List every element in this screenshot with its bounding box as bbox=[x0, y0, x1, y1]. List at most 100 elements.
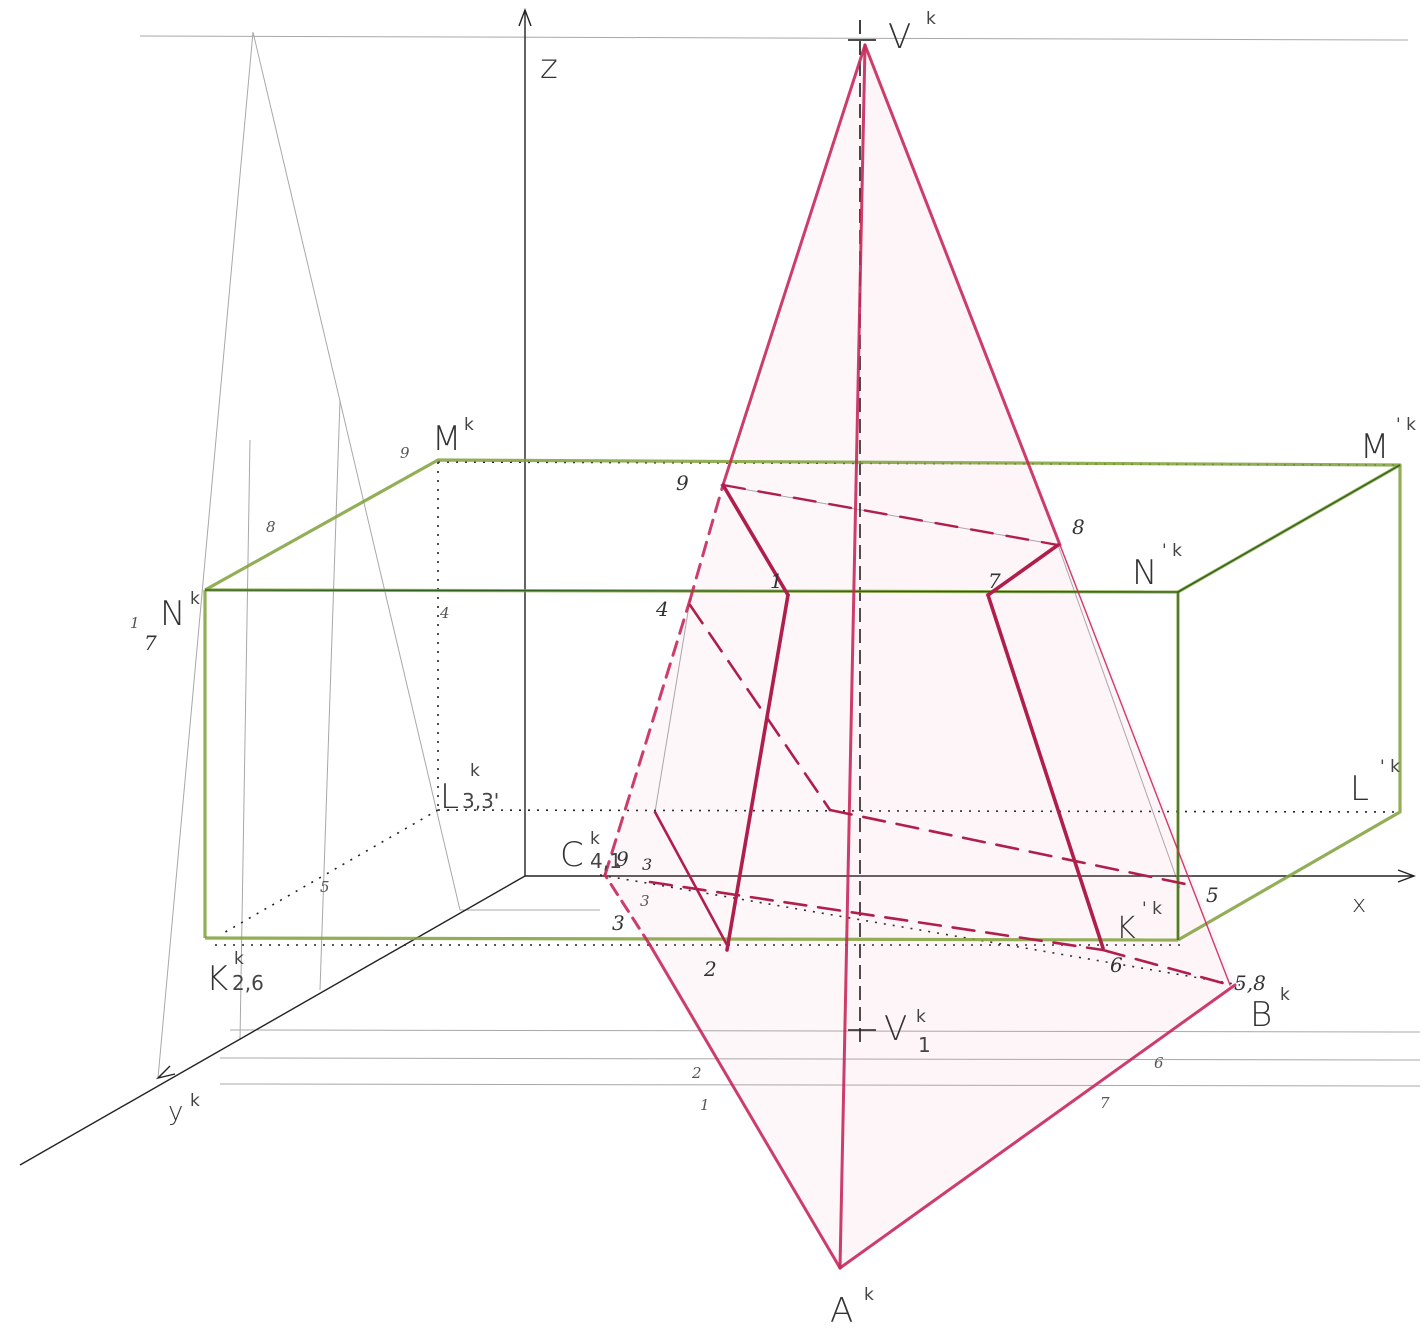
prism-hidden-side-edge bbox=[219, 809, 439, 936]
label-b-points: 5,8 bbox=[1234, 971, 1266, 995]
label-b: B bbox=[1250, 995, 1272, 1035]
label-n-prime: N bbox=[1132, 553, 1157, 593]
y-axis-arrow bbox=[155, 1065, 176, 1080]
label-v: V bbox=[888, 17, 911, 57]
pyramid-shading bbox=[605, 45, 1235, 1268]
point-6: 6 bbox=[1110, 953, 1123, 977]
label-a-sup: k bbox=[864, 1285, 874, 1305]
base-guide-line bbox=[229, 1029, 1421, 1033]
point-3: 3 bbox=[612, 911, 625, 935]
ground-guide-line-2 bbox=[219, 1083, 1421, 1087]
pyramid-hidden-base-edge bbox=[599, 874, 1241, 986]
side-point-9: 9 bbox=[400, 444, 410, 462]
top-guide-line bbox=[139, 35, 1409, 41]
label-v1-sup: k bbox=[916, 1007, 926, 1027]
section-guide-1-4 bbox=[654, 599, 691, 813]
section-9-1 bbox=[721, 483, 790, 597]
pyramid-edge-vb-lower bbox=[1059, 544, 1231, 986]
section-7-6 bbox=[986, 593, 1105, 950]
label-l-sub: 3,3' bbox=[462, 789, 499, 813]
label-n-point-1: 1 bbox=[130, 614, 140, 632]
label-l-prime: L bbox=[1350, 769, 1369, 809]
ground-point-1: 1 bbox=[700, 1096, 710, 1114]
pyramid-face-left bbox=[605, 45, 865, 1268]
point-2: 2 bbox=[703, 957, 717, 981]
prism-hidden-bottom-edge bbox=[437, 809, 1401, 813]
ground-point-2: 2 bbox=[691, 1064, 702, 1082]
side-point-4: 4 bbox=[439, 604, 450, 622]
section-6-58-hidden bbox=[1101, 948, 1232, 987]
label-c-sup: k bbox=[590, 829, 600, 849]
label-v-sup: k bbox=[926, 9, 936, 29]
label-k-sup: k bbox=[234, 949, 244, 969]
label-c: C bbox=[560, 835, 584, 875]
ground-guide-line-1 bbox=[219, 1057, 1421, 1061]
label-v1: V bbox=[884, 1009, 907, 1049]
label-n-sup: k bbox=[190, 589, 200, 609]
label-b-sup: k bbox=[1280, 985, 1290, 1005]
prism-front-bottom-edge bbox=[204, 936, 1179, 942]
y-axis-label: y bbox=[168, 1097, 183, 1127]
section-guide-8-5 bbox=[1057, 544, 1181, 889]
section-7-8 bbox=[986, 543, 1060, 597]
point-1: 1 bbox=[770, 569, 783, 593]
side-view-edge-middle bbox=[319, 399, 341, 991]
ground-point-7: 7 bbox=[1100, 1094, 1110, 1112]
pyramid-axis bbox=[848, 20, 876, 1045]
pyramid-base-edge-ac-hidden bbox=[603, 873, 652, 947]
section-1-2-base bbox=[653, 810, 729, 947]
section-3-5-hidden bbox=[828, 808, 1192, 887]
label-n-prime-sup: ' k bbox=[1162, 541, 1182, 561]
x-axis-arrow bbox=[1397, 869, 1416, 883]
pyramid-face-right bbox=[840, 45, 1235, 1268]
z-axis-arrow bbox=[518, 8, 532, 27]
point-7: 7 bbox=[988, 569, 1001, 593]
side-view-edge-right bbox=[252, 31, 461, 911]
label-k-prime: K bbox=[1116, 911, 1136, 946]
label-v1-sub: 1 bbox=[918, 1033, 931, 1057]
side-point-5: 5 bbox=[320, 878, 330, 896]
y-axis-label-sup: k bbox=[190, 1091, 200, 1111]
prism-right-top-dark bbox=[1177, 464, 1401, 593]
label-c-point-3: 3 bbox=[642, 855, 652, 874]
label-m-prime: M bbox=[1360, 427, 1389, 467]
pyramid-edge-va bbox=[838, 43, 867, 1270]
y-axis bbox=[19, 875, 526, 1166]
ground-point-6: 6 bbox=[1154, 1054, 1164, 1072]
label-c-sub: 4,1 bbox=[590, 849, 622, 873]
coordinate-axes bbox=[19, 8, 1416, 1166]
label-k-sub: 2,6 bbox=[232, 971, 264, 995]
side-point-8: 8 bbox=[266, 518, 276, 536]
label-l: L bbox=[440, 777, 459, 817]
side-view-edge-left bbox=[157, 31, 254, 1079]
label-m-prime-sup: ' k bbox=[1396, 415, 1416, 435]
section-3-6-hidden bbox=[648, 880, 1105, 952]
pyramid-edge-vc-hidden-top bbox=[688, 483, 725, 602]
x-axis-label: x bbox=[1352, 890, 1366, 918]
section-polygon bbox=[648, 483, 1232, 987]
section-1-2 bbox=[725, 593, 790, 952]
point-5: 5 bbox=[1206, 883, 1219, 907]
pyramid-edge-vc-hidden bbox=[603, 598, 692, 877]
label-a: A bbox=[830, 1291, 853, 1328]
pyramid-edge-vb-upper bbox=[863, 43, 1062, 547]
label-c-point-9: 9 bbox=[616, 847, 629, 871]
section-9-8-hidden bbox=[721, 483, 1060, 547]
pyramid-edge-vc-upper bbox=[721, 43, 867, 487]
label-k-prime-sup: ' k bbox=[1142, 899, 1162, 919]
section-4-3-hidden bbox=[688, 603, 832, 812]
label-l-sup: k bbox=[470, 761, 480, 781]
point-8: 8 bbox=[1072, 515, 1085, 539]
label-n: N bbox=[160, 594, 185, 634]
label-m: M bbox=[432, 419, 461, 459]
pyramid-base-edge-ab bbox=[838, 983, 1237, 1270]
label-n-point-7: 7 bbox=[144, 631, 157, 655]
side-view-tick bbox=[239, 439, 251, 1041]
pyramid bbox=[603, 43, 1237, 1270]
label-l-prime-sup: ' k bbox=[1380, 757, 1400, 777]
label-m-sup: k bbox=[464, 415, 474, 435]
point-4: 4 bbox=[655, 597, 669, 621]
point-9: 9 bbox=[676, 471, 689, 495]
pyramid-base-edge-ac-lower bbox=[648, 943, 842, 1270]
